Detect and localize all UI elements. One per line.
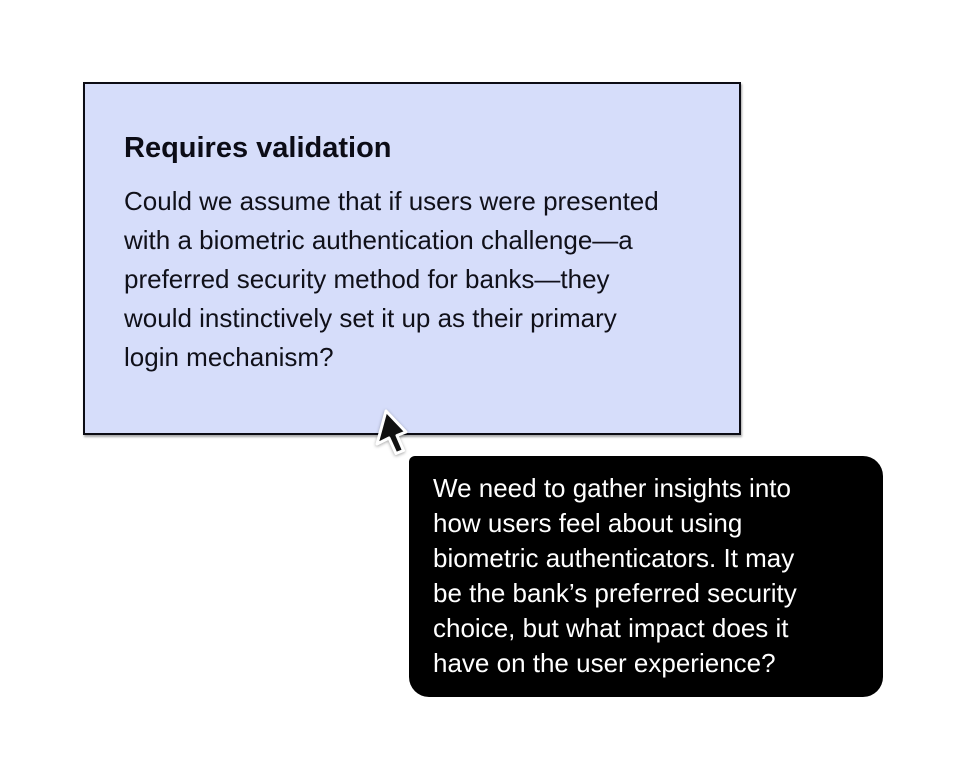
comment-tooltip-line: how users feel about using xyxy=(433,508,743,538)
validation-note-card: Requires validation Could we assume that… xyxy=(83,82,741,435)
comment-tooltip-line: be the bank’s preferred security xyxy=(433,578,797,608)
note-card-body-line: would instinctively set it up as their p… xyxy=(124,303,617,333)
note-card-body: Could we assume that if users were prese… xyxy=(124,182,699,377)
note-card-body-line: preferred security method for banks—they xyxy=(124,264,610,294)
comment-tooltip-line: We need to gather insights into xyxy=(433,473,791,503)
note-card-body-line: Could we assume that if users were prese… xyxy=(124,186,659,216)
comment-tooltip-line: biometric authenticators. It may xyxy=(433,543,795,573)
comment-tooltip-line: choice, but what impact does it xyxy=(433,613,789,643)
note-card-body-line: login mechanism? xyxy=(124,342,334,372)
note-card-body-line: with a biometric authentication challeng… xyxy=(124,225,633,255)
comment-tooltip: We need to gather insights into how user… xyxy=(409,456,883,697)
comment-tooltip-line: have on the user experience? xyxy=(433,648,776,678)
note-card-title: Requires validation xyxy=(124,132,392,164)
